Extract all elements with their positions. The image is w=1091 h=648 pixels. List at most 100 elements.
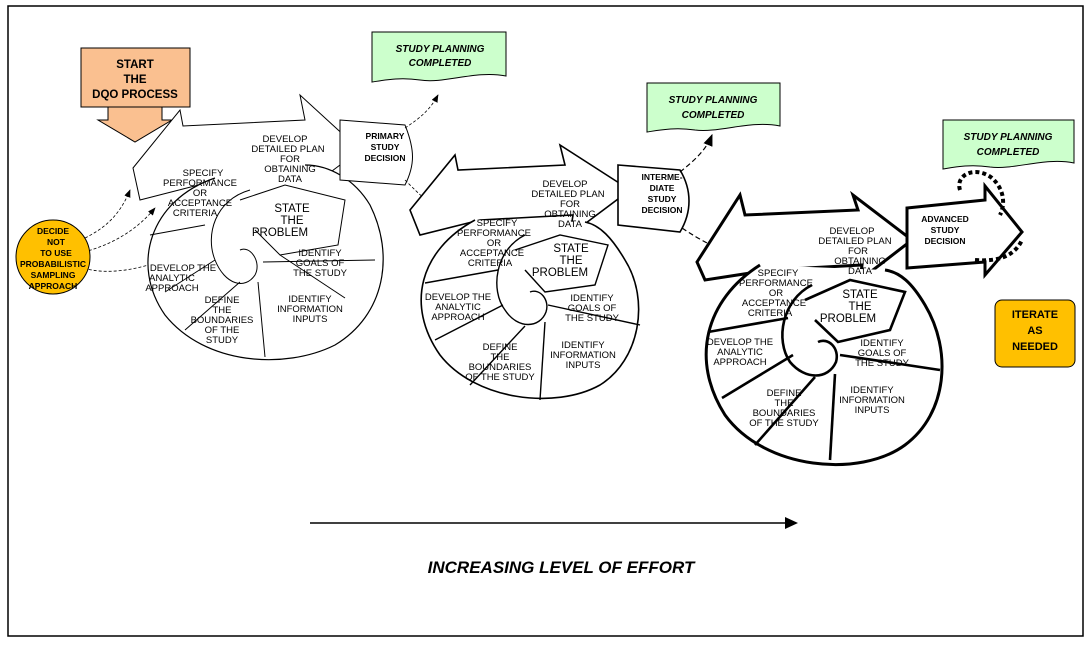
s1-spec-3: OR bbox=[193, 188, 207, 199]
s2-inputs-2: INFORMATION bbox=[550, 350, 616, 361]
s3-spec-3: OR bbox=[769, 288, 783, 299]
s3-bound-3: BOUNDARIES bbox=[753, 408, 816, 419]
study-planning-1: STUDY PLANNING COMPLETED bbox=[371, 31, 507, 83]
s2-plan-1: DEVELOP bbox=[543, 179, 588, 190]
s2-state-1: STATE bbox=[553, 243, 589, 255]
primary-line-2: STUDY bbox=[371, 142, 400, 152]
spiral2-divider-5 bbox=[547, 304, 641, 326]
adv-line-1: ADVANCED bbox=[921, 214, 969, 224]
spiral2-outer bbox=[420, 219, 640, 400]
s1-spec-4: ACCEPTANCE bbox=[168, 198, 232, 209]
s3-analytic-1: DEVELOP THE bbox=[707, 337, 773, 348]
s3-bound-1: DEFINE bbox=[767, 388, 802, 399]
spiral1-divider-4 bbox=[257, 281, 266, 358]
effort-label: INCREASING LEVEL OF EFFORT bbox=[428, 558, 696, 577]
s2-spec-3: OR bbox=[487, 238, 501, 249]
iterate-as-needed: ITERATE AS NEEDED bbox=[994, 299, 1076, 368]
s1-state-2: THE bbox=[281, 215, 304, 227]
spiral1-divider-2 bbox=[164, 259, 216, 293]
s2-inputs-1: IDENTIFY bbox=[561, 340, 605, 351]
s2-state-2: THE bbox=[560, 255, 583, 267]
s2-plan-3: FOR bbox=[560, 199, 580, 210]
s1-plan-3: FOR bbox=[280, 154, 300, 165]
s2-plan-2: DETAILED PLAN bbox=[531, 189, 604, 200]
s1-bound-4: OF THE bbox=[205, 325, 240, 336]
decide-line-2: NOT bbox=[47, 237, 66, 247]
s1-inputs-1: IDENTIFY bbox=[288, 294, 332, 305]
inter-line-2: DIATE bbox=[650, 183, 675, 193]
s3-plan-5: DATA bbox=[848, 266, 873, 277]
s2-bound-45: OF THE STUDY bbox=[465, 372, 535, 383]
s1-state-1: STATE bbox=[274, 203, 310, 215]
s1-goals-3: THE STUDY bbox=[293, 268, 348, 279]
dqo-spiral-intermediate bbox=[409, 143, 641, 401]
spiral3-divider-5 bbox=[839, 353, 941, 372]
s2-analytic-1: DEVELOP THE bbox=[425, 292, 491, 303]
diagram-frame bbox=[7, 5, 1084, 637]
spiral2-labels: DEVELOP DETAILED PLAN FOR OBTAINING DATA… bbox=[425, 179, 620, 383]
s1-bound-3: BOUNDARIES bbox=[191, 315, 254, 326]
s3-plan-1: DEVELOP bbox=[830, 226, 875, 237]
sp1-line-2: COMPLETED bbox=[409, 58, 472, 69]
s3-goals-2: GOALS OF bbox=[858, 348, 907, 359]
decide-line-5: SAMPLING bbox=[31, 270, 76, 280]
s1-analytic-3: APPROACH bbox=[145, 283, 198, 294]
spiral1-divider-5 bbox=[262, 259, 376, 263]
decide-line-1: DECIDE bbox=[37, 226, 69, 236]
study-planning-3-box bbox=[942, 119, 1075, 170]
start-line-2: THE bbox=[124, 74, 147, 86]
s1-plan-4: OBTAINING bbox=[264, 164, 316, 175]
spiral3-divider-4 bbox=[828, 373, 837, 461]
s3-spec-5: CRITERIA bbox=[748, 308, 793, 319]
primary-up-dashed bbox=[404, 94, 439, 129]
spiral2-state-box bbox=[514, 234, 609, 293]
start-line-1: START bbox=[116, 59, 153, 71]
s2-inputs-3: INPUTS bbox=[566, 360, 601, 371]
s3-bound-45: OF THE STUDY bbox=[749, 418, 819, 429]
spiral1-divider-3 bbox=[184, 281, 241, 331]
s1-inputs-3: INPUTS bbox=[293, 314, 328, 325]
s3-goals-3: THE STUDY bbox=[855, 358, 910, 369]
sp2-line-2: COMPLETED bbox=[682, 110, 745, 121]
s1-spec-5: CRITERIA bbox=[173, 208, 218, 219]
s3-state-2: THE bbox=[849, 301, 872, 313]
s1-analytic-1: DEVELOP THE bbox=[150, 263, 216, 274]
s2-analytic-3: APPROACH bbox=[431, 312, 484, 323]
decide-dashed-arrow-3 bbox=[83, 261, 159, 272]
s3-plan-3: FOR bbox=[848, 246, 868, 257]
s3-inputs-2: INFORMATION bbox=[839, 395, 905, 406]
s2-spec-5: CRITERIA bbox=[468, 258, 513, 269]
advanced-decision-arrow bbox=[905, 181, 1024, 280]
spiral2-divider-2 bbox=[434, 304, 504, 341]
advanced-decision: ADVANCED STUDY DECISION bbox=[905, 170, 1024, 280]
s3-spec-2: PERFORMANCE bbox=[739, 278, 813, 289]
s2-state-3: PROBLEM bbox=[532, 267, 588, 279]
s3-state-3: PROBLEM bbox=[820, 313, 876, 325]
spiral3-divider-3 bbox=[754, 376, 816, 446]
primary-line-1: PRIMARY bbox=[366, 131, 405, 141]
adv-down-dotted bbox=[974, 239, 1024, 263]
s2-plan-5: DATA bbox=[558, 219, 583, 230]
s3-plan-2: DETAILED PLAN bbox=[818, 236, 891, 247]
iterate-line-1: ITERATE bbox=[1012, 309, 1058, 321]
spiral3-inner bbox=[781, 283, 839, 377]
decide-line-4: PROBABILISTIC bbox=[20, 259, 86, 269]
study-planning-2: STUDY PLANNING COMPLETED bbox=[646, 82, 781, 133]
decide-line-3: TO USE bbox=[40, 248, 72, 258]
s3-analytic-3: APPROACH bbox=[713, 357, 766, 368]
study-planning-1-box bbox=[371, 31, 507, 83]
s3-spec-1: SPECIFY bbox=[758, 268, 799, 279]
spiral3-labels: DEVELOP DETAILED PLAN FOR OBTAINING DATA… bbox=[707, 226, 910, 429]
s3-bound-2: THE bbox=[775, 398, 794, 409]
s3-plan-4: OBTAINING bbox=[834, 256, 886, 267]
s2-bound-3: BOUNDARIES bbox=[469, 362, 532, 373]
decide-not-probabilistic: DECIDE NOT TO USE PROBABILISTIC SAMPLING… bbox=[15, 189, 159, 295]
spiral2-inner bbox=[496, 234, 548, 326]
primary-line-3: DECISION bbox=[364, 153, 405, 163]
s2-bound-2: THE bbox=[491, 352, 510, 363]
inter-line-1: INTERME- bbox=[641, 172, 682, 182]
adv-line-3: DECISION bbox=[924, 236, 965, 246]
s2-goals-1: IDENTIFY bbox=[570, 293, 614, 304]
